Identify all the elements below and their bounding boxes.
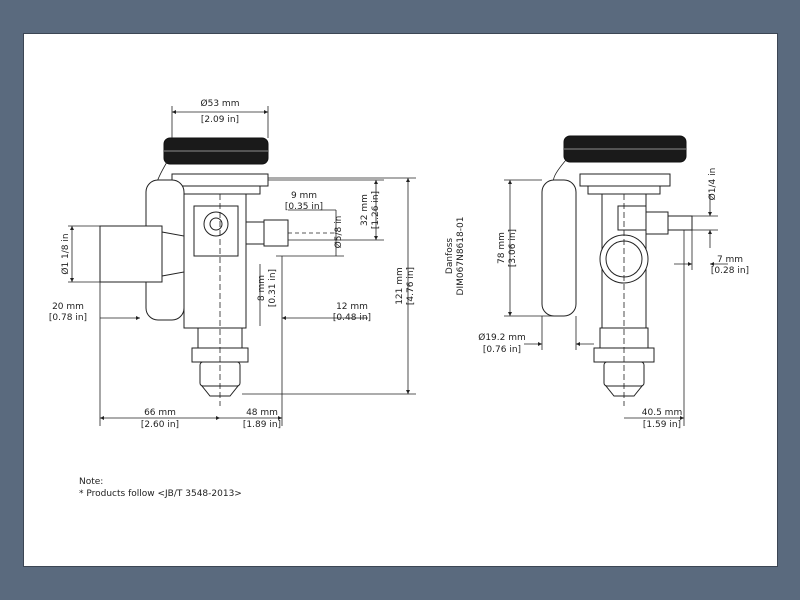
dim-7: 7 mm bbox=[717, 255, 743, 265]
dim-9-in: [0.35 in] bbox=[285, 202, 323, 212]
equalizer-port bbox=[263, 219, 289, 247]
dim-20: 20 mm bbox=[52, 302, 84, 312]
dim-78: 78 mm bbox=[497, 232, 507, 264]
dim-diameter-53: Ø53 mm bbox=[201, 98, 240, 109]
dim-48-in: [1.89 in] bbox=[243, 420, 281, 430]
dim-diameter-1-1-8: Ø1 1/8 in bbox=[60, 233, 71, 274]
note-title: Note: bbox=[79, 477, 103, 487]
dim-8: 8 mm bbox=[257, 275, 267, 301]
dim-diameter-1-4: Ø1/4 in bbox=[707, 168, 718, 201]
dim-diameter-19-2: Ø19.2 mm bbox=[478, 332, 526, 343]
dim-121: 121 mm bbox=[395, 267, 405, 305]
valve-front-view: Ø53 mm [2.09 in] 9 mm [0.35 in] Ø5/8 in … bbox=[49, 98, 416, 430]
dim-5-8-in: Ø5/8 in bbox=[333, 216, 344, 249]
dim-20-in: [0.78 in] bbox=[49, 313, 87, 323]
dim-121-in: [4.76 in] bbox=[406, 267, 416, 305]
inlet-pipe bbox=[99, 225, 163, 283]
dim-48: 48 mm bbox=[246, 408, 278, 418]
dim-12-in: [0.48 in] bbox=[333, 313, 371, 323]
dim-32: 32 mm bbox=[360, 194, 370, 226]
power-element bbox=[171, 173, 269, 187]
dim-8-in: [0.31 in] bbox=[268, 269, 278, 307]
drawing-code: DIM067N8618-01 bbox=[456, 217, 466, 296]
power-element-side bbox=[579, 173, 671, 187]
valve-side-view: Danfoss DIM067N8618-01 78 mm [3.06 in] Ø… bbox=[445, 135, 749, 430]
sensing-bulb-side bbox=[541, 179, 577, 317]
dim-12: 12 mm bbox=[336, 302, 368, 312]
dim-66: 66 mm bbox=[144, 408, 176, 418]
brand-text: Danfoss bbox=[445, 238, 455, 275]
equalizer-port-side bbox=[667, 215, 693, 231]
dim-diameter-53-in: [2.09 in] bbox=[201, 115, 239, 125]
dim-40-5-in: [1.59 in] bbox=[643, 420, 681, 430]
dim-9: 9 mm bbox=[291, 191, 317, 201]
dim-7-in: [0.28 in] bbox=[711, 266, 749, 276]
dim-40-5: 40.5 mm bbox=[642, 408, 682, 418]
drawing-sheet: Ø53 mm [2.09 in] 9 mm [0.35 in] Ø5/8 in … bbox=[23, 33, 778, 567]
dim-78-in: [3.06 in] bbox=[508, 229, 518, 267]
dim-66-in: [2.60 in] bbox=[141, 420, 179, 430]
dim-diameter-19-2-in: [0.76 in] bbox=[483, 345, 521, 355]
technical-drawing: Ø53 mm [2.09 in] 9 mm [0.35 in] Ø5/8 in … bbox=[49, 98, 749, 499]
note-line: * Products follow <JB/T 3548-2013> bbox=[79, 489, 242, 499]
dim-32-in: [1.26 in] bbox=[371, 191, 381, 229]
